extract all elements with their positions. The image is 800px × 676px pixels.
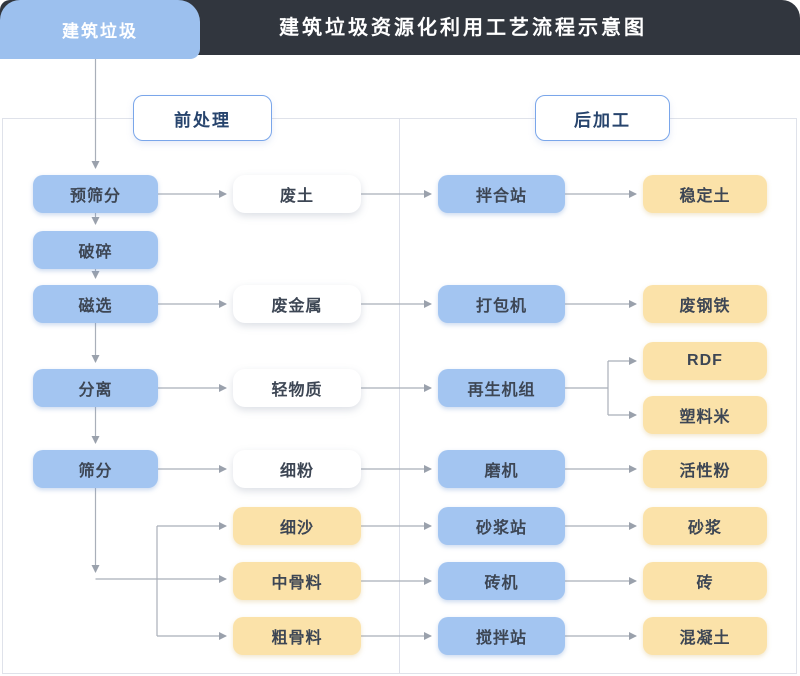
node-plastic-pellets: 塑料米 — [643, 396, 767, 434]
node-pre-screening: 预筛分 — [33, 175, 158, 213]
node-stabilized-soil: 稳定土 — [643, 175, 767, 213]
source-tab-construction-waste: 建筑垃圾 — [0, 0, 200, 59]
node-brick: 砖 — [643, 562, 767, 600]
node-fine-powder: 细粉 — [233, 450, 361, 488]
node-mill: 磨机 — [438, 450, 565, 488]
node-regeneration-unit: 再生机组 — [438, 369, 565, 407]
node-brick-machine: 砖机 — [438, 562, 565, 600]
node-coarse-aggregate: 粗骨料 — [233, 617, 361, 655]
section-pre-processing: 前处理 — [133, 95, 272, 141]
node-concrete-mixing-station: 搅拌站 — [438, 617, 565, 655]
node-waste-soil: 废土 — [233, 175, 361, 213]
node-scrap-steel: 废钢铁 — [643, 285, 767, 323]
node-medium-aggregate: 中骨料 — [233, 562, 361, 600]
node-separation: 分离 — [33, 369, 158, 407]
node-mixing-plant: 拌合站 — [438, 175, 565, 213]
node-mortar-station: 砂浆站 — [438, 507, 565, 545]
node-screening: 筛分 — [33, 450, 158, 488]
section-post-processing: 后加工 — [535, 95, 670, 141]
section-divider — [399, 118, 400, 673]
page-title: 建筑垃圾资源化利用工艺流程示意图 — [279, 17, 647, 39]
node-active-powder: 活性粉 — [643, 450, 767, 488]
node-rdf: RDF — [643, 342, 767, 380]
node-crushing: 破碎 — [33, 231, 158, 269]
node-mortar: 砂浆 — [643, 507, 767, 545]
node-scrap-metal: 废金属 — [233, 285, 361, 323]
node-concrete: 混凝土 — [643, 617, 767, 655]
node-magnetic-separation: 磁选 — [33, 285, 158, 323]
node-light-material: 轻物质 — [233, 369, 361, 407]
node-fine-sand: 细沙 — [233, 507, 361, 545]
node-baler: 打包机 — [438, 285, 565, 323]
